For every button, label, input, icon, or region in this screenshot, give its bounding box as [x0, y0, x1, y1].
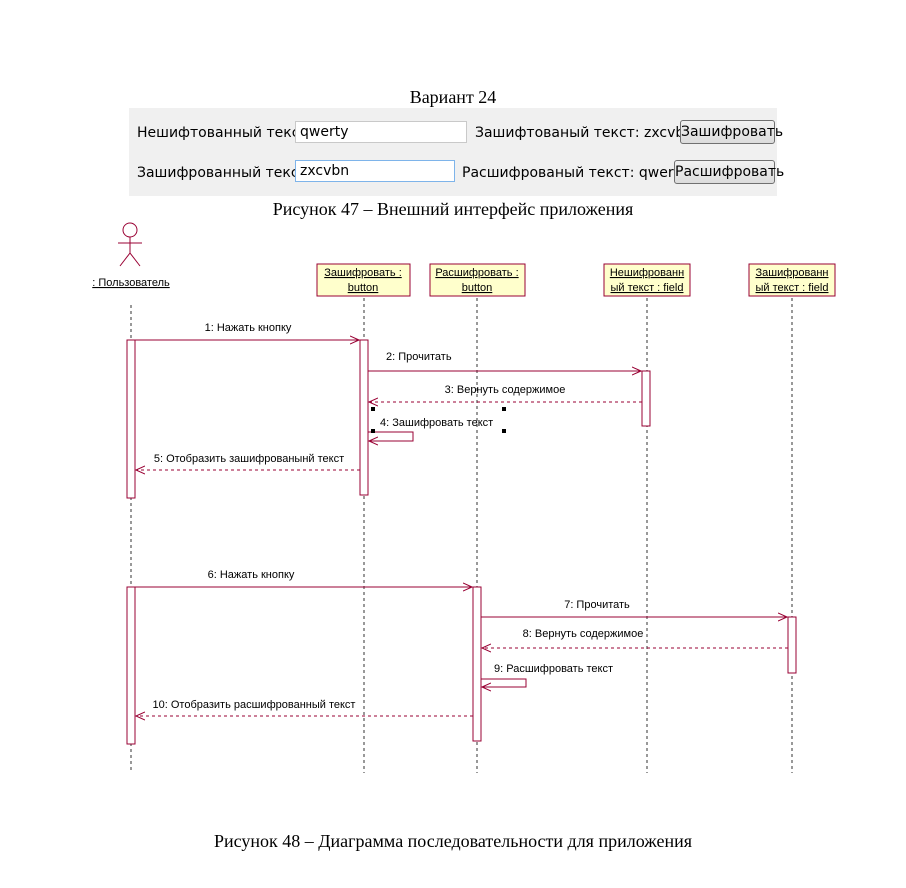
object-label: ый текст : field — [611, 282, 684, 294]
object-label: ый текст : field — [756, 282, 829, 294]
message-label: 1: Нажать кнопку — [205, 322, 292, 334]
message-label: 5: Отобразить зашифрованынй текст — [154, 453, 344, 465]
actor-stick-figure — [118, 222, 142, 267]
encrypted-result-label: Зашифтованый текст: zxcvbn — [475, 125, 694, 141]
variant-title: Вариант 24 — [409, 87, 497, 107]
figure-47-caption: Рисунок 47 – Внешний интерфейс приложени… — [272, 199, 634, 219]
message-label: 2: Прочитать — [386, 351, 452, 363]
activation-bar — [641, 370, 651, 427]
message-label: 9: Расшифровать текст — [494, 663, 613, 675]
activation-bar — [787, 616, 797, 674]
message-label: 3: Вернуть содержимое — [445, 384, 566, 396]
selection-handles — [371, 407, 506, 433]
actor-label: : Пользователь — [92, 277, 170, 289]
plain-text-label: Нешифтованный текст: — [137, 125, 313, 141]
cipher-text-label: Зашифрованный текст: — [137, 165, 312, 181]
decrypted-result-label: Расшифрованый текст: qwerty — [462, 165, 688, 181]
figure-48-caption: Рисунок 48 – Диаграмма последовательност… — [213, 831, 692, 851]
object-plain-text-field: Нешифрованн ый текст : field — [603, 263, 691, 297]
encrypt-button[interactable]: Зашифровать — [680, 120, 783, 144]
message-label: 6: Нажать кнопку — [208, 569, 295, 581]
activation-bar — [126, 339, 136, 499]
message-label: 4: Зашифровать текст — [380, 417, 493, 429]
activation-bar — [359, 339, 369, 496]
object-encrypt-button: Зашифровать : button — [316, 263, 411, 297]
object-label: Расшифровать : — [435, 267, 518, 279]
object-label: Зашифровать : — [324, 267, 402, 279]
self-message-arrow — [368, 431, 414, 441]
message-label: 8: Вернуть содержимое — [523, 628, 644, 640]
object-label: Нешифрованн — [610, 267, 684, 279]
plain-text-input[interactable]: qwerty — [295, 121, 467, 143]
activation-bar — [472, 586, 482, 742]
app-window: Нешифтованный текст: qwerty Зашифтованый… — [129, 108, 784, 196]
object-label: Зашифрованн — [755, 267, 828, 279]
decrypt-button[interactable]: Расшифровать — [674, 160, 784, 184]
self-message-arrow — [481, 678, 527, 687]
activation-bar — [126, 586, 136, 745]
object-decrypt-button: Расшифровать : button — [429, 263, 526, 297]
object-cipher-text-field: Зашифрованн ый текст : field — [748, 263, 836, 297]
object-label: button — [348, 282, 379, 294]
message-label: 7: Прочитать — [564, 599, 630, 611]
message-label: 10: Отобразить расшифрованный текст — [153, 699, 356, 711]
object-label: button — [462, 282, 493, 294]
cipher-text-input[interactable]: zxcvbn — [295, 160, 455, 182]
